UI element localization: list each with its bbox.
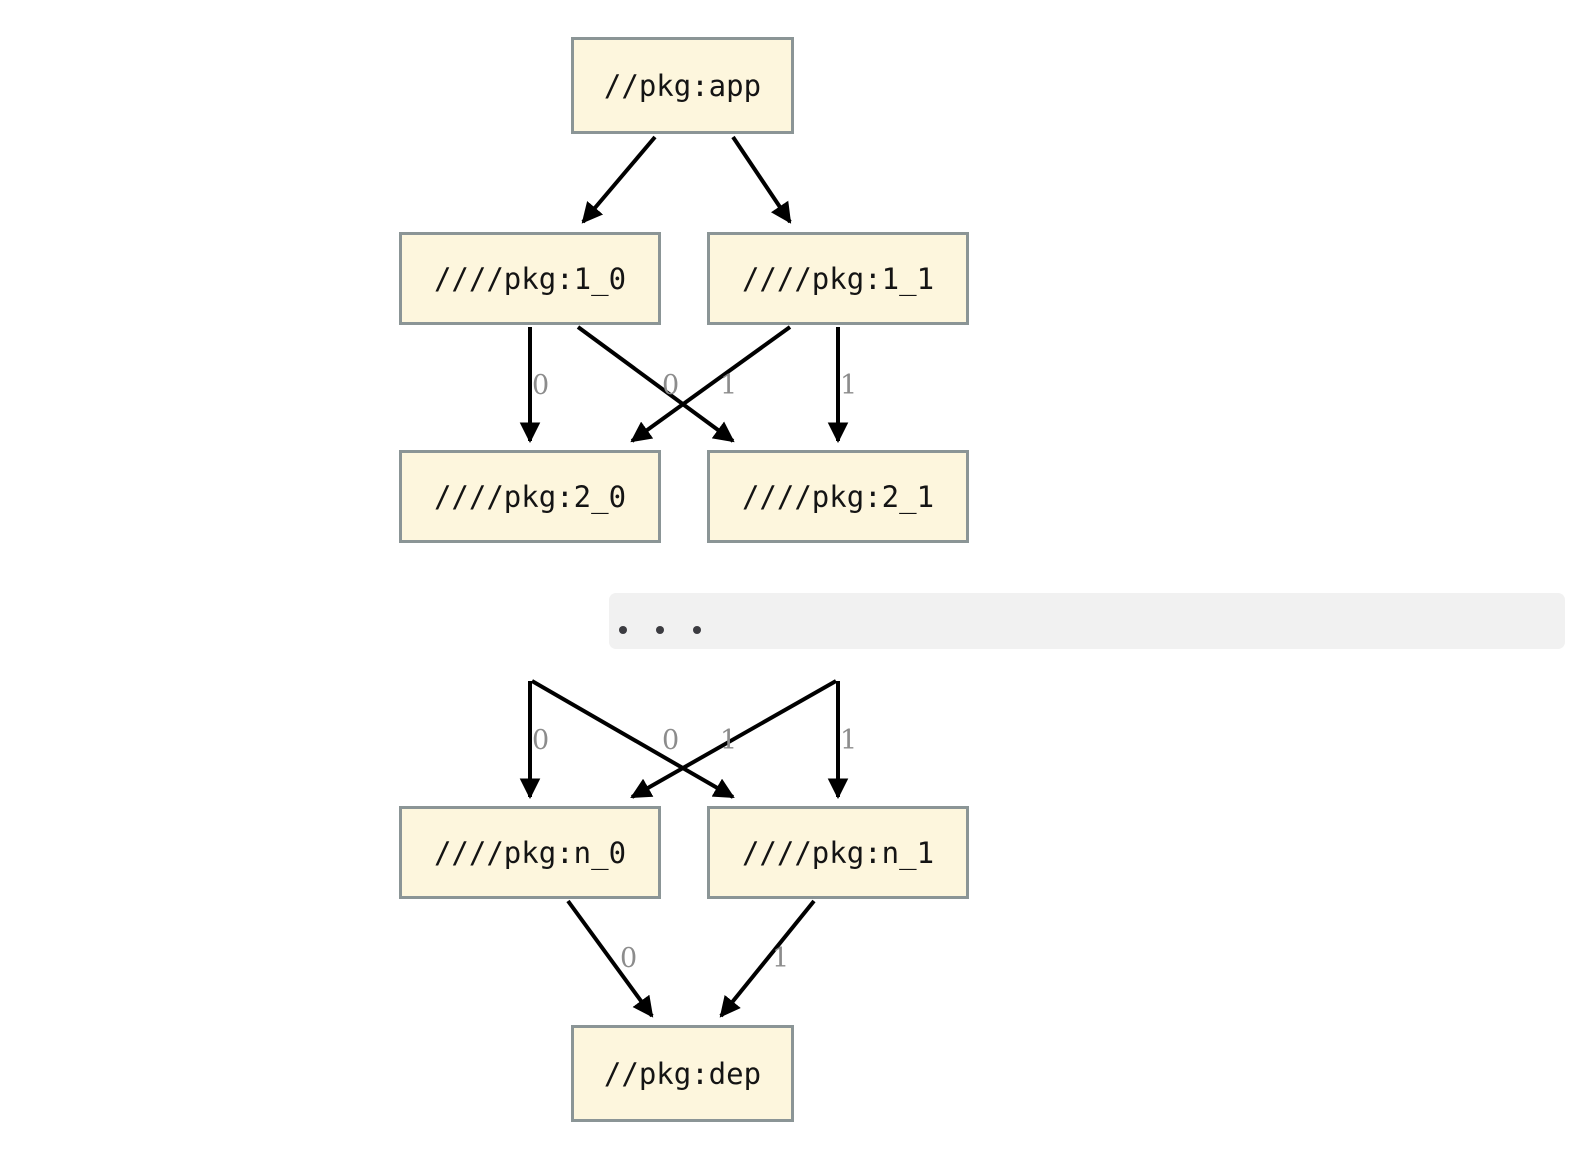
node-label: ////pkg:2_0 bbox=[433, 479, 627, 514]
node-label: //pkg:app bbox=[603, 68, 762, 103]
edge-hidden-to-n_0-cross bbox=[630, 679, 837, 799]
edge-app-to-1_0 bbox=[581, 135, 657, 224]
edge-label-hidden-n_0: 0 bbox=[532, 725, 550, 756]
node-label: ////pkg:1_1 bbox=[741, 261, 935, 296]
node-pkg-n_1[interactable]: ////pkg:n_1 bbox=[707, 806, 969, 899]
node-label: ////pkg:2_1 bbox=[741, 479, 935, 514]
edge-n_0-to-dep bbox=[566, 899, 654, 1018]
edge-label-1_1-2_0: 1 bbox=[720, 370, 738, 401]
node-label: ////pkg:n_0 bbox=[433, 835, 627, 870]
edge-n_1-to-dep bbox=[719, 899, 816, 1018]
node-dep[interactable]: //pkg:dep bbox=[571, 1025, 794, 1122]
edge-hidden-to-n_1-cross bbox=[531, 679, 735, 799]
node-pkg-n_0[interactable]: ////pkg:n_0 bbox=[399, 806, 661, 899]
node-label: ////pkg:n_1 bbox=[741, 835, 935, 870]
edge-1_1-to-2_0 bbox=[630, 325, 792, 443]
ellipsis-band bbox=[609, 593, 1565, 649]
node-app[interactable]: //pkg:app bbox=[571, 37, 794, 134]
node-label: ////pkg:1_0 bbox=[433, 261, 627, 296]
edge-label-1_1-2_1: 1 bbox=[840, 370, 858, 401]
edge-label-1_0-2_1: 0 bbox=[662, 370, 680, 401]
node-pkg-2_0[interactable]: ////pkg:2_0 bbox=[399, 450, 661, 543]
edge-label-n_1-dep: 1 bbox=[772, 943, 790, 974]
edge-1_0-to-2_1 bbox=[576, 325, 735, 443]
node-pkg-1_1[interactable]: ////pkg:1_1 bbox=[707, 232, 969, 325]
edge-label-n_0-dep: 0 bbox=[620, 943, 638, 974]
node-pkg-2_1[interactable]: ////pkg:2_1 bbox=[707, 450, 969, 543]
node-label: //pkg:dep bbox=[603, 1056, 762, 1091]
edge-label-hidden-n_1-cross: 0 bbox=[662, 725, 680, 756]
edge-label-1_0-2_0: 0 bbox=[532, 370, 550, 401]
ellipsis-dot-1 bbox=[619, 626, 627, 634]
edge-label-hidden-n_0-cross: 1 bbox=[720, 725, 738, 756]
ellipsis-dots bbox=[619, 626, 730, 634]
ellipsis-dot-2 bbox=[656, 626, 664, 634]
edge-label-hidden-n_1: 1 bbox=[840, 725, 858, 756]
node-pkg-1_0[interactable]: ////pkg:1_0 bbox=[399, 232, 661, 325]
edge-app-to-1_1 bbox=[731, 135, 792, 224]
ellipsis-dot-3 bbox=[693, 626, 701, 634]
